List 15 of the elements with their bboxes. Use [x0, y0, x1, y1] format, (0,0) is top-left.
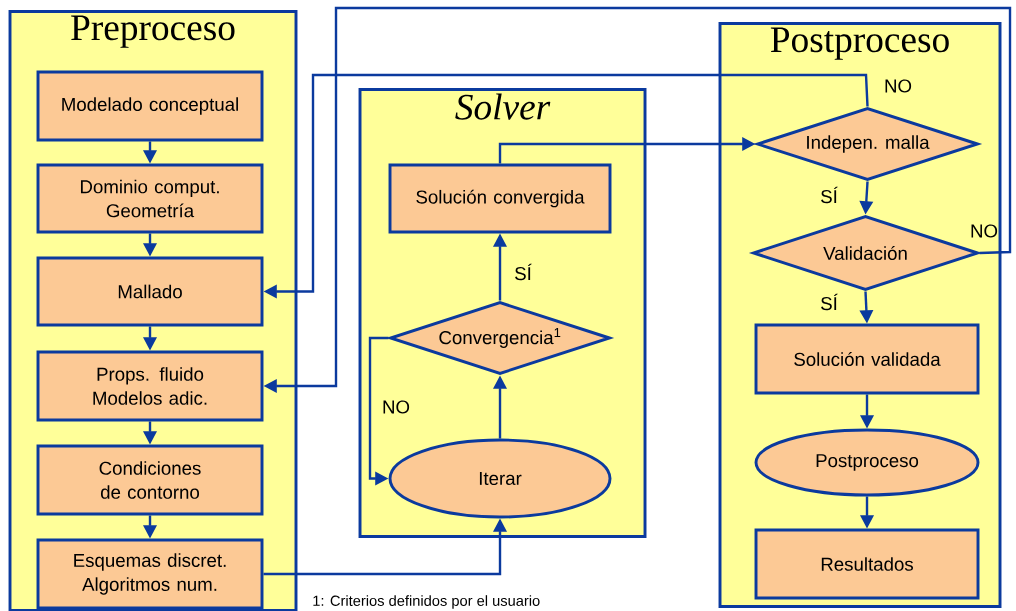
- edge-label: NO: [885, 79, 912, 93]
- process-box: Solución validada: [754, 323, 980, 395]
- process-box: Props. fluido Modelos adic.: [36, 350, 264, 422]
- process-box: Dominio comput. Geometría: [36, 163, 264, 234]
- footnote: 1: Criterios definidos por el usuario: [313, 595, 540, 609]
- edge-label: NO: [383, 400, 410, 414]
- process-box: Modelado conceptual: [36, 70, 264, 142]
- process-box: Condiciones de contorno: [36, 444, 264, 516]
- process-box: Esquemas discret. Algoritmos num.: [36, 538, 264, 610]
- process-box: Mallado: [36, 256, 264, 327]
- process-box: Resultados: [754, 528, 980, 600]
- edge-label: SÍ: [515, 263, 532, 281]
- process-box: Solución convergida: [388, 163, 612, 234]
- edge-label: SÍ: [821, 186, 838, 204]
- edge-label: SÍ: [821, 293, 838, 311]
